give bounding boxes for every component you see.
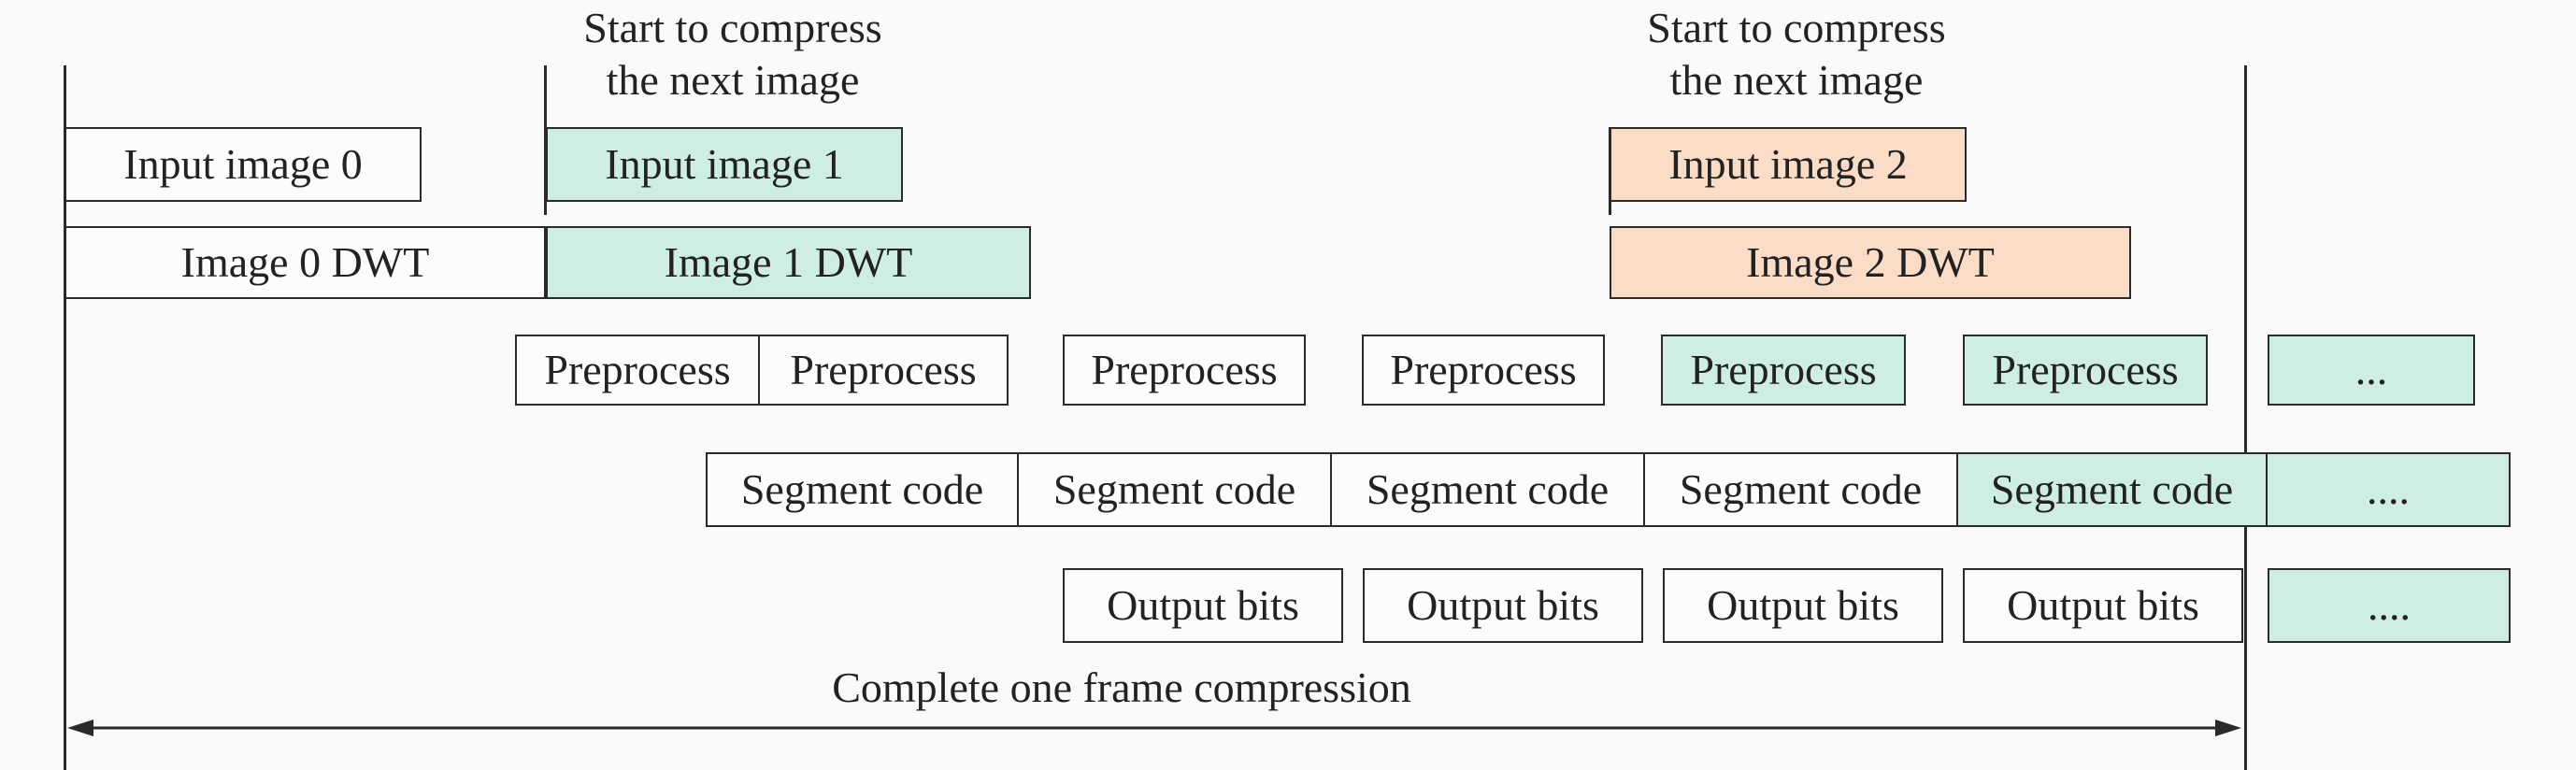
preprocess-box: Preprocess bbox=[1963, 335, 2208, 406]
image-1-dwt-box: Image 1 DWT bbox=[546, 226, 1031, 299]
image-2-dwt-box: Image 2 DWT bbox=[1610, 226, 2131, 299]
start-compress-annotation-1: Start to compress the next image bbox=[546, 2, 920, 107]
input-image-0-box: Input image 0 bbox=[64, 127, 422, 202]
image-0-dwt-box: Image 0 DWT bbox=[64, 226, 546, 299]
output-bits-ellipsis-box: .... bbox=[2268, 568, 2511, 643]
preprocess-box: Preprocess bbox=[1063, 335, 1306, 406]
segment-code-box: Segment code bbox=[1643, 452, 1958, 527]
annotation-line-2: the next image bbox=[606, 56, 860, 104]
arrow-head-left bbox=[67, 720, 93, 736]
output-bits-box: Output bits bbox=[1063, 568, 1343, 643]
annotation-line-2: the next image bbox=[1669, 56, 1924, 104]
preprocess-box: Preprocess bbox=[1661, 335, 1906, 406]
segment-code-box: Segment code bbox=[706, 452, 1019, 527]
output-bits-box: Output bits bbox=[1663, 568, 1943, 643]
annotation-line-1: Start to compress bbox=[583, 4, 882, 51]
input-image-1-box: Input image 1 bbox=[546, 127, 903, 202]
input-image-2-box: Input image 2 bbox=[1610, 127, 1967, 202]
image-1-start-line bbox=[544, 65, 547, 215]
frame-start-line bbox=[64, 65, 66, 770]
preprocess-box: Preprocess bbox=[758, 335, 1009, 406]
frame-end-line bbox=[2244, 65, 2247, 770]
preprocess-box: Preprocess bbox=[1362, 335, 1605, 406]
preprocess-box: Preprocess bbox=[515, 335, 760, 406]
preprocess-ellipsis-box: ... bbox=[2268, 335, 2475, 406]
annotation-line-1: Start to compress bbox=[1647, 4, 1946, 51]
start-compress-annotation-2: Start to compress the next image bbox=[1610, 2, 1983, 107]
output-bits-box: Output bits bbox=[1963, 568, 2243, 643]
segment-code-box: Segment code bbox=[1330, 452, 1645, 527]
arrow-head-right bbox=[2215, 720, 2241, 736]
output-bits-box: Output bits bbox=[1363, 568, 1643, 643]
segment-code-box: Segment code bbox=[1956, 452, 2268, 527]
complete-frame-label: Complete one frame compression bbox=[832, 663, 1411, 711]
segment-code-ellipsis-box: .... bbox=[2266, 452, 2511, 527]
